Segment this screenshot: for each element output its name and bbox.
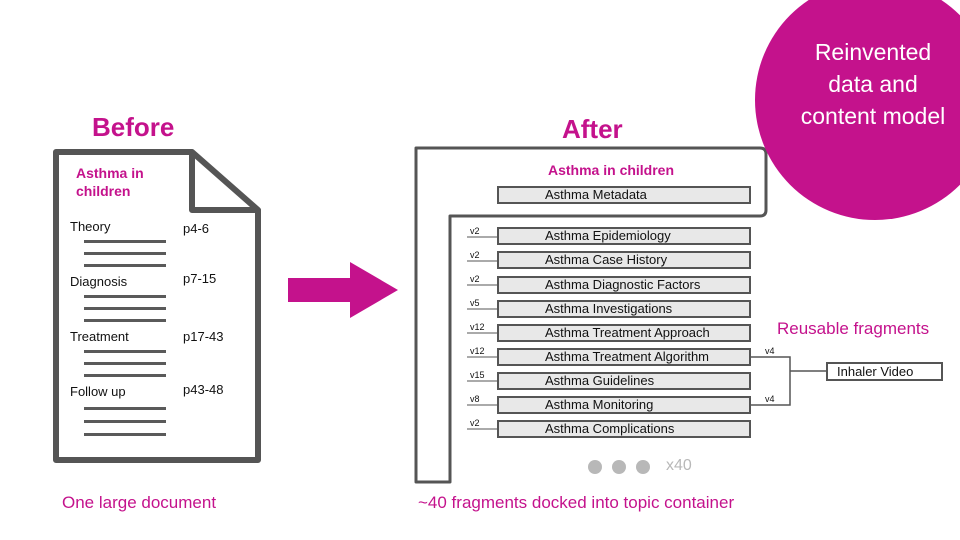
text-line bbox=[84, 252, 166, 255]
fragment-version: v2 bbox=[470, 418, 480, 428]
metadata-box: Asthma Metadata bbox=[497, 186, 751, 204]
page-ref: p4-6 bbox=[183, 221, 210, 236]
section-label: Diagnosis bbox=[70, 274, 128, 289]
arrow-icon bbox=[288, 262, 398, 318]
fragment-box: Asthma Epidemiology bbox=[497, 227, 751, 245]
fragment-box: Asthma Investigations bbox=[497, 300, 751, 318]
fragment-box: Asthma Complications bbox=[497, 420, 751, 438]
callout-circle bbox=[755, 0, 960, 220]
reuse-version: v4 bbox=[765, 394, 775, 404]
topic-container-outline bbox=[414, 146, 768, 484]
text-line bbox=[84, 420, 166, 423]
text-line bbox=[84, 264, 166, 267]
text-line bbox=[84, 307, 166, 310]
before-caption: One large document bbox=[62, 493, 217, 512]
fragment-version: v12 bbox=[470, 346, 485, 356]
more-dot-icon bbox=[612, 460, 626, 474]
fragment-box: Asthma Treatment Algorithm bbox=[497, 348, 751, 366]
after-caption: ~40 fragments docked into topic containe… bbox=[418, 493, 735, 512]
fragment-box: Asthma Guidelines bbox=[497, 372, 751, 390]
text-line bbox=[84, 350, 166, 353]
reuse-connectors bbox=[751, 356, 826, 406]
page-ref: p17-43 bbox=[183, 329, 224, 344]
reusable-label: Reusable fragments bbox=[777, 319, 930, 338]
before-heading: Before bbox=[92, 112, 175, 142]
text-line bbox=[84, 319, 166, 322]
text-line bbox=[84, 295, 166, 298]
more-count: x40 bbox=[666, 457, 692, 474]
fragment-version: v15 bbox=[470, 370, 485, 380]
fragment-version: v12 bbox=[470, 322, 485, 332]
text-line bbox=[84, 240, 166, 243]
after-heading: After bbox=[562, 114, 623, 144]
more-dot-icon bbox=[588, 460, 602, 474]
fragment-version: v5 bbox=[470, 298, 480, 308]
fragment-version: v2 bbox=[470, 274, 480, 284]
section-label: Treatment bbox=[70, 329, 129, 344]
fragment-version: v8 bbox=[470, 394, 480, 404]
fragment-box: Asthma Diagnostic Factors bbox=[497, 276, 751, 294]
fragment-version: v2 bbox=[470, 226, 480, 236]
callout-text: Reinvented data and content model bbox=[800, 39, 946, 129]
page-ref: p7-15 bbox=[183, 271, 217, 286]
doc-title: Asthma in children bbox=[76, 165, 144, 199]
container-title: Asthma in children bbox=[548, 162, 675, 178]
fragment-box: Asthma Treatment Approach bbox=[497, 324, 751, 342]
section-label: Follow up bbox=[70, 384, 126, 399]
inhaler-video-box: Inhaler Video bbox=[826, 362, 943, 381]
more-dot-icon bbox=[636, 460, 650, 474]
fragment-box: Asthma Case History bbox=[497, 251, 751, 269]
section-label: Theory bbox=[70, 219, 111, 234]
reuse-version: v4 bbox=[765, 346, 775, 356]
page-ref: p43-48 bbox=[183, 382, 224, 397]
text-line bbox=[84, 374, 166, 377]
text-line bbox=[84, 362, 166, 365]
text-line bbox=[84, 433, 166, 436]
text-line bbox=[84, 407, 166, 410]
fragment-version: v2 bbox=[470, 250, 480, 260]
fragment-box: Asthma Monitoring bbox=[497, 396, 751, 414]
